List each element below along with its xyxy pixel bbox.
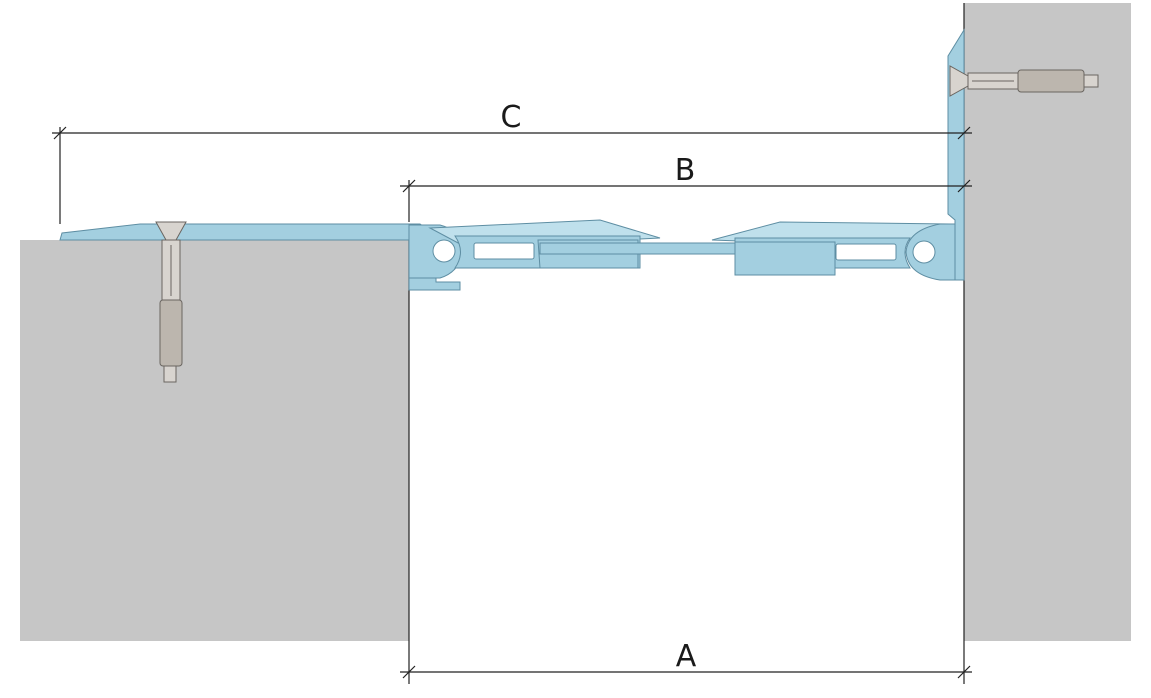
left-concrete-slab	[20, 240, 410, 641]
dimension-c: C	[52, 100, 972, 224]
right-wall-profile	[711, 28, 965, 281]
right-concrete-wall	[963, 3, 1131, 641]
dimension-c-label: C	[501, 100, 522, 135]
dimension-a-label: A	[676, 639, 697, 674]
right-anchor-bolt	[949, 65, 1099, 97]
left-anchor-bolt	[155, 221, 187, 383]
dimension-b: B	[400, 153, 972, 222]
dimension-b-label: B	[675, 153, 696, 188]
dimension-a: A	[400, 639, 972, 684]
